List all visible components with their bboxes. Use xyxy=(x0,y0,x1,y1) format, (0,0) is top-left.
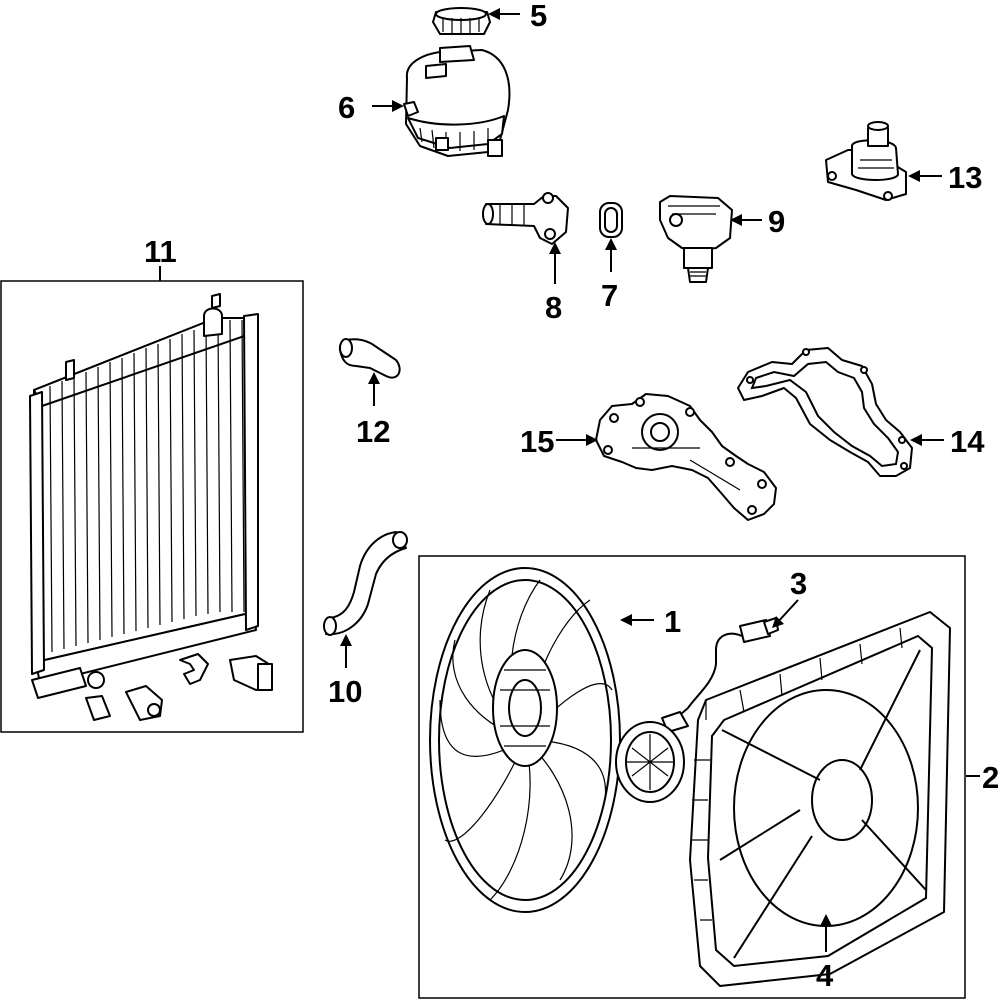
fan-shroud-part xyxy=(689,611,951,987)
callout-10: 10 xyxy=(328,674,362,709)
lower-hose-part xyxy=(323,531,408,636)
thermostat-seal-part xyxy=(599,202,623,238)
thermostat-outlet-part xyxy=(482,192,569,245)
bypass-hose-part xyxy=(338,338,401,379)
fan-group-box xyxy=(418,555,966,999)
fan-motor-part xyxy=(615,617,779,803)
radiator-group-box xyxy=(0,280,304,733)
callout-1: 1 xyxy=(664,604,681,639)
callout-15: 15 xyxy=(520,424,554,459)
water-pump-gasket-part xyxy=(737,347,913,477)
callout-13: 13 xyxy=(948,160,982,195)
callout-4: 4 xyxy=(816,958,834,993)
callout-2: 2 xyxy=(982,760,999,795)
callout-9: 9 xyxy=(768,204,785,239)
water-pump-part xyxy=(595,393,777,521)
callout-6: 6 xyxy=(338,90,355,125)
callout-7: 7 xyxy=(601,278,618,313)
thermostat-housing-part xyxy=(659,195,733,283)
callout-14: 14 xyxy=(950,424,985,459)
fan-blade-part xyxy=(429,567,621,913)
coolant-reservoir-part xyxy=(403,45,511,157)
callout-12: 12 xyxy=(356,414,390,449)
callout-8: 8 xyxy=(545,290,562,325)
auxiliary-pump-part xyxy=(825,121,907,201)
reservoir-cap-part xyxy=(432,7,491,35)
callout-5: 5 xyxy=(530,0,547,33)
radiator-part xyxy=(29,293,273,721)
callout-3: 3 xyxy=(790,566,807,601)
callout-11: 11 xyxy=(144,234,177,269)
